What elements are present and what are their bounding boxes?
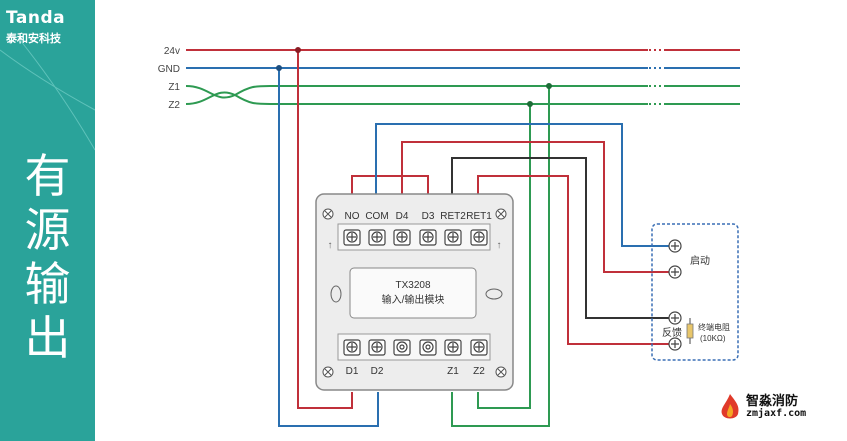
watermark-url: zmjaxf.com xyxy=(746,408,807,419)
module-label-window xyxy=(349,267,477,319)
wire-d3-bridge xyxy=(402,175,429,194)
mount-hole-right xyxy=(485,288,503,300)
flame-logo-icon xyxy=(721,394,739,419)
arrow-up-icon: ↑ xyxy=(328,240,333,251)
mount-hole-left xyxy=(330,285,342,303)
sidebar-decoration xyxy=(0,40,95,151)
terminal-label-d2: D2 xyxy=(371,366,384,377)
resistor-value: (10KΩ) xyxy=(700,334,726,343)
bus-break-marks xyxy=(649,49,663,105)
terminal-label-no: NO xyxy=(345,211,360,222)
device-feedback-label: 反馈 xyxy=(662,326,682,339)
module-model: TX3208 xyxy=(395,280,430,291)
wire-ret1-to-feedback xyxy=(477,175,675,345)
title-char-4: 出 xyxy=(24,311,71,365)
wire-ret2-to-feedback xyxy=(451,157,675,319)
terminal-label-ret2: RET2 xyxy=(440,211,466,222)
title-char-1: 有 xyxy=(24,149,71,203)
device-terminals xyxy=(668,239,682,351)
title-char-2: 源 xyxy=(24,203,71,257)
resistor-label: 终端电阻 xyxy=(698,322,730,332)
terminal-label-ret1: RET1 xyxy=(466,211,492,222)
watermark-name: 智淼消防 xyxy=(746,394,799,409)
terminal-label-d4: D4 xyxy=(396,211,409,222)
brand-logo: Tanda xyxy=(6,8,66,28)
bus-z2-line xyxy=(185,91,648,105)
brand-subtitle: 泰和安科技 xyxy=(6,32,61,45)
terminal-label-z2: Z2 xyxy=(473,366,485,377)
terminal-label-d1: D1 xyxy=(346,366,359,377)
arrow-up-icon: ↑ xyxy=(497,240,502,251)
module-corner-screws xyxy=(322,208,507,378)
bus-label-gnd: GND xyxy=(158,64,180,75)
wiring-diagram: 24v GND Z1 Z2 TX3208 输入/输出模块 ↑ ↑ NO COM … xyxy=(158,46,740,427)
module-name: 输入/输出模块 xyxy=(382,293,445,306)
device-start-label: 启动 xyxy=(690,254,710,267)
wire-24v-to-d1 xyxy=(297,50,353,409)
bus-label-z2: Z2 xyxy=(168,100,180,111)
terminal-label-d3: D3 xyxy=(422,211,435,222)
controlled-device-box xyxy=(651,223,739,361)
wire-gnd-to-d2 xyxy=(278,68,379,427)
wire-z2-to-module xyxy=(477,104,531,409)
top-terminal-strip xyxy=(337,223,491,251)
terminal-label-com: COM xyxy=(365,211,388,222)
bus-z1-line xyxy=(185,85,648,99)
bottom-terminal-screws xyxy=(343,339,488,356)
resistor-icon xyxy=(686,323,694,339)
bus-label-24v: 24v xyxy=(164,46,180,57)
wire-com-to-start xyxy=(375,123,675,247)
title-char-3: 输 xyxy=(24,257,71,311)
wire-z1-to-module xyxy=(451,86,550,427)
terminal-label-z1: Z1 xyxy=(447,366,459,377)
sidebar: Tanda 泰和安科技 有 源 输 出 xyxy=(0,0,95,441)
watermark: 智淼消防 zmjaxf.com xyxy=(716,390,816,430)
wire-d4-to-start xyxy=(401,141,675,273)
top-terminal-screws xyxy=(343,229,488,246)
bottom-terminal-strip xyxy=(337,333,491,361)
bus-label-z1: Z1 xyxy=(168,82,180,93)
